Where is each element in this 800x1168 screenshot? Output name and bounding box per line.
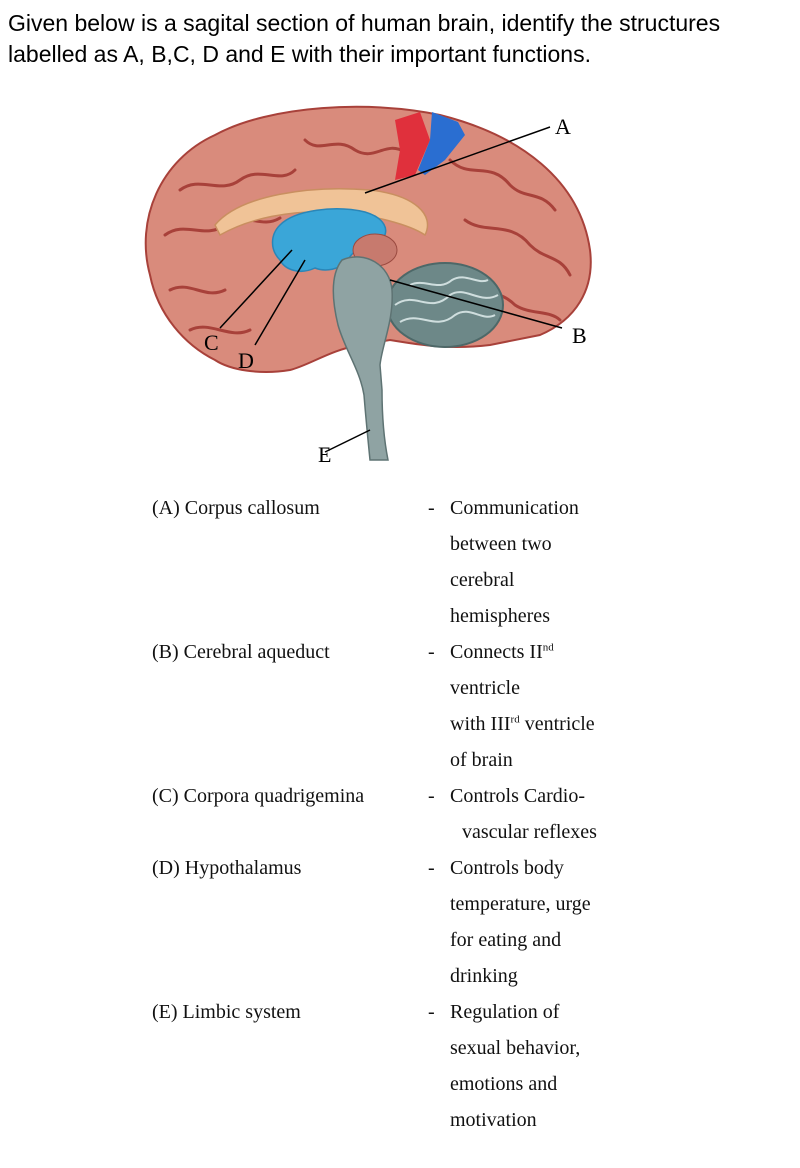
function-text: Connects IInd ventricle with IIIrd ventr… <box>450 634 672 778</box>
label-b: B <box>572 323 587 348</box>
function-text: Communication between two cerebral hemis… <box>450 490 672 634</box>
answer-row-c: (C) Corpora quadrigemina - Controls Card… <box>152 778 672 850</box>
function-line: of brain <box>450 749 513 771</box>
function-line: for eating and <box>450 929 562 951</box>
cerebellum <box>386 262 504 348</box>
brain-sagittal-section-figure: A B C D E <box>120 100 620 475</box>
answer-row-d: (D) Hypothalamus - Controls body tempera… <box>152 850 672 994</box>
dash: - <box>428 641 435 663</box>
structure-name: (B) Cerebral aqueduct <box>152 641 330 663</box>
structure-name: (A) Corpus callosum <box>152 497 320 519</box>
structure-name: (C) Corpora quadrigemina <box>152 785 365 807</box>
answer-row-a: (A) Corpus callosum - Communication betw… <box>152 490 672 634</box>
function-line: hemispheres <box>450 605 550 627</box>
function-text: Regulation of sexual behavior, emotions … <box>450 994 672 1138</box>
function-line: between two <box>450 533 552 555</box>
function-text: Controls body temperature, urge for eati… <box>450 850 672 994</box>
function-line: ventricle <box>450 677 520 699</box>
answer-list: (A) Corpus callosum - Communication betw… <box>152 490 672 1138</box>
label-c: C <box>204 330 219 355</box>
function-line: vascular reflexes <box>462 821 597 843</box>
function-line: Regulation of <box>450 1001 560 1023</box>
function-line: with IIIrd ventricle <box>450 713 595 735</box>
structure-name: (D) Hypothalamus <box>152 857 302 879</box>
dash: - <box>428 497 435 519</box>
dash: - <box>428 785 435 807</box>
brain-diagram: A B C D E <box>144 105 592 467</box>
function-line: sexual behavior, <box>450 1037 581 1059</box>
function-line: Connects IInd <box>450 641 554 663</box>
motor-strip <box>395 112 430 180</box>
sensory-strip <box>418 112 465 175</box>
corpus-callosum <box>214 188 429 237</box>
dash: - <box>428 1001 435 1023</box>
answer-row-b: (B) Cerebral aqueduct - Connects IInd ve… <box>152 634 672 778</box>
question-text: Given below is a sagital section of huma… <box>8 10 721 67</box>
label-d: D <box>238 348 254 373</box>
function-line: motivation <box>450 1109 537 1131</box>
leader-lines <box>219 126 563 453</box>
answer-row-e: (E) Limbic system - Regulation of sexual… <box>152 994 672 1138</box>
structure-name: (E) Limbic system <box>152 1001 301 1023</box>
function-line: temperature, urge <box>450 893 591 915</box>
function-line: Controls body <box>450 857 564 879</box>
function-line: Controls Cardio- <box>450 785 585 807</box>
label-e: E <box>318 442 331 467</box>
brainstem <box>332 256 393 461</box>
function-line: cerebral <box>450 569 515 591</box>
function-line: emotions and <box>450 1073 558 1095</box>
dash: - <box>428 857 435 879</box>
label-a: A <box>555 114 571 139</box>
function-text: Controls Cardio- vascular reflexes <box>450 778 672 850</box>
function-line: drinking <box>450 965 518 987</box>
function-line: Communication <box>450 497 579 519</box>
